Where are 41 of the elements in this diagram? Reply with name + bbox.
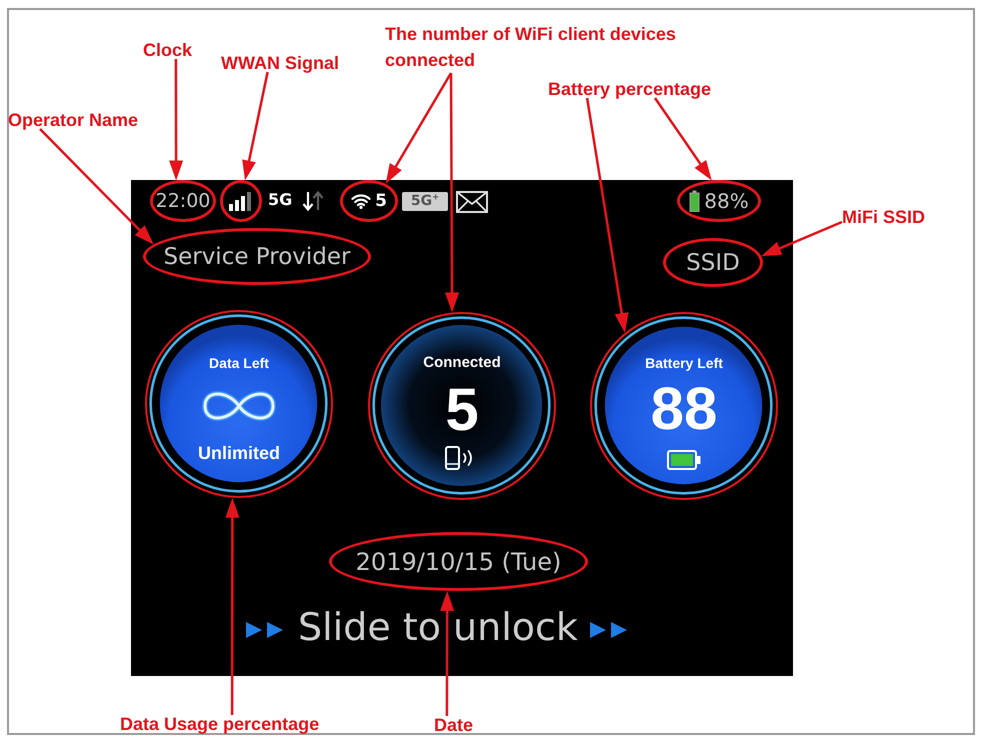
callout-arrow [225,498,240,715]
highlight-ellipse [143,228,371,285]
callout-arrow [654,97,712,180]
callout-label: Battery percentage [548,80,712,98]
callout-label: WWAN Signal [221,54,339,72]
network-type: 5G [268,192,292,208]
callout-label: Data Usage percentage [120,715,320,733]
callout-arrow [440,590,454,716]
callout-label: The number of WiFi client devices connected [385,21,681,73]
dial-title: Battery Left [645,356,723,370]
ssid-name: SSID [686,250,740,276]
highlight-ellipse [677,180,761,222]
callout-label: Clock [143,41,192,59]
callout-arrow [386,72,452,184]
client-count: 5 [375,191,387,211]
network-badge: 5G$^{+}$ [402,192,448,211]
highlight-ellipse [340,180,398,222]
clock-time: 22:00 [156,190,210,212]
callout-label: Operator Name [8,111,138,129]
callout-arrow [586,98,629,333]
callout-arrow [39,128,154,244]
callout-arrow [169,59,184,180]
operator-name: Service Provider [163,244,350,270]
callout-label: MiFi SSID [842,208,926,226]
date-text: 2019/10/15 (Tue) [356,548,562,576]
highlight-ellipse [663,238,763,287]
unlock-hint: Slide to unlock [298,608,578,646]
callout-label: Date [434,716,474,734]
highlight-ellipse [150,180,216,222]
device-screen [131,180,793,676]
callout-arrow [445,73,460,312]
highlight-ellipse [329,532,588,591]
battery-percent: 88% [704,190,749,212]
dial-title: Data Left [209,356,269,370]
battery-level: 88 [650,378,718,438]
callout-arrow [242,72,269,180]
device-count: 5 [445,380,479,440]
callout-arrow [761,220,842,256]
dial-title: Connected [423,355,501,370]
highlight-ellipse [220,180,262,222]
data-allowance: Unlimited [198,444,280,462]
